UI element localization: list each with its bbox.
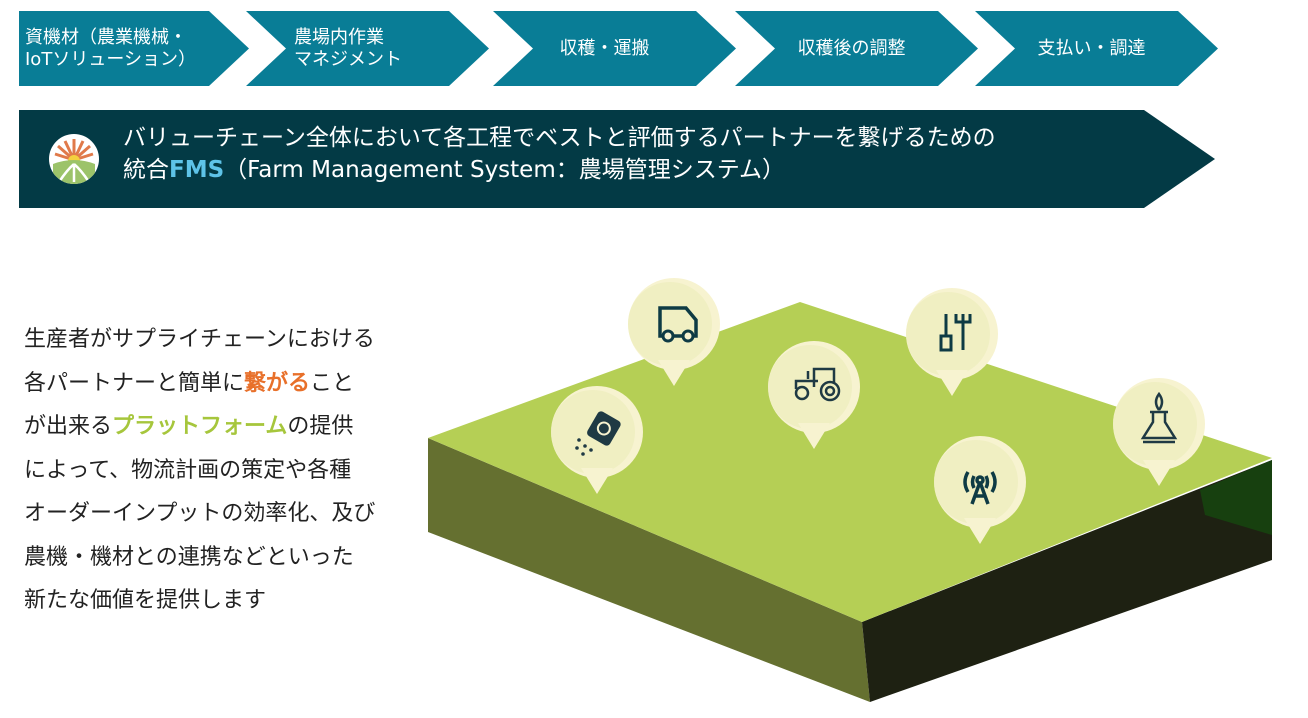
desc-line: 生産者がサプライチェーンにおける: [24, 327, 375, 352]
platform-right-edge: [1200, 460, 1272, 535]
platform-top: [428, 302, 1272, 622]
step-payment: 支払い・調達: [975, 11, 1218, 86]
desc-highlight-connect: 繋がる: [244, 370, 311, 396]
fms-banner: バリューチェーン全体において各工程でベストと評価するパートナーを繋げるための 統…: [19, 110, 1215, 208]
step-post-harvest: 収穫後の調整: [735, 11, 978, 86]
tractor-icon: [794, 367, 841, 402]
flask-pin: [1113, 378, 1205, 486]
platform-right-side: [862, 460, 1272, 702]
description-text: 生産者がサプライチェーンにおける 各パートナーと簡単に繋がること が出来るプラッ…: [24, 318, 375, 623]
signal-pin: [934, 436, 1026, 544]
desc-text: 各パートナーと簡単に: [24, 370, 245, 396]
desc-highlight-platform: プラットフォーム: [112, 414, 288, 439]
desc-line: 農機・機材との連携などといった: [24, 544, 354, 570]
desc-text: こと: [310, 370, 355, 396]
step-label: 支払い・調達: [1037, 37, 1146, 59]
step-harvest-transport: 収穫・運搬: [493, 11, 736, 86]
van-pin: [628, 278, 720, 386]
tools-pin: [906, 288, 998, 396]
banner-line2: 統合FMS（Farm Management System：農場管理システム）: [123, 154, 996, 186]
fms-highlight: FMS: [169, 157, 225, 183]
desc-line: 新たな価値を提供します: [24, 588, 267, 613]
desc-line: 各パートナーと簡単に繋がること: [24, 362, 375, 406]
desc-line: が出来るプラットフォームの提供: [24, 405, 375, 449]
tractor-pin: [768, 341, 860, 449]
desc-line: オーダーインプットの効率化、及び: [24, 501, 376, 526]
step-label: 資機材（農業機械・: [25, 26, 187, 48]
seed-bag-pin: [551, 386, 643, 494]
logo-icon: [49, 134, 99, 184]
desc-line: によって、物流計画の策定や各種: [24, 457, 352, 483]
delivery-van-icon: [658, 306, 698, 338]
banner-suffix: （Farm Management System：農場管理システム）: [224, 157, 786, 183]
step-label: マネジメント: [294, 48, 402, 70]
step-label: 収穫後の調整: [797, 37, 906, 59]
signal-tower-icon: [963, 471, 997, 505]
farm-tools-icon: [939, 314, 972, 352]
seed-bag-icon: [587, 411, 621, 446]
desc-text: が出来る: [24, 414, 113, 439]
step-label: 農場内作業: [294, 26, 384, 48]
step-label: IoTソリューション）: [25, 48, 196, 70]
banner-prefix: 統合: [123, 157, 169, 183]
platform-left-side: [428, 438, 870, 702]
desc-text: の提供: [287, 414, 354, 439]
step-materials: 資機材（農業機械・IoTソリューション）: [19, 11, 249, 86]
step-farm-management: 農場内作業マネジメント: [246, 11, 489, 86]
step-label: 収穫・運搬: [559, 37, 650, 59]
lab-flask-icon: [1140, 391, 1178, 444]
banner-line1: バリューチェーン全体において各工程でベストと評価するパートナーを繋げるための: [123, 125, 996, 151]
